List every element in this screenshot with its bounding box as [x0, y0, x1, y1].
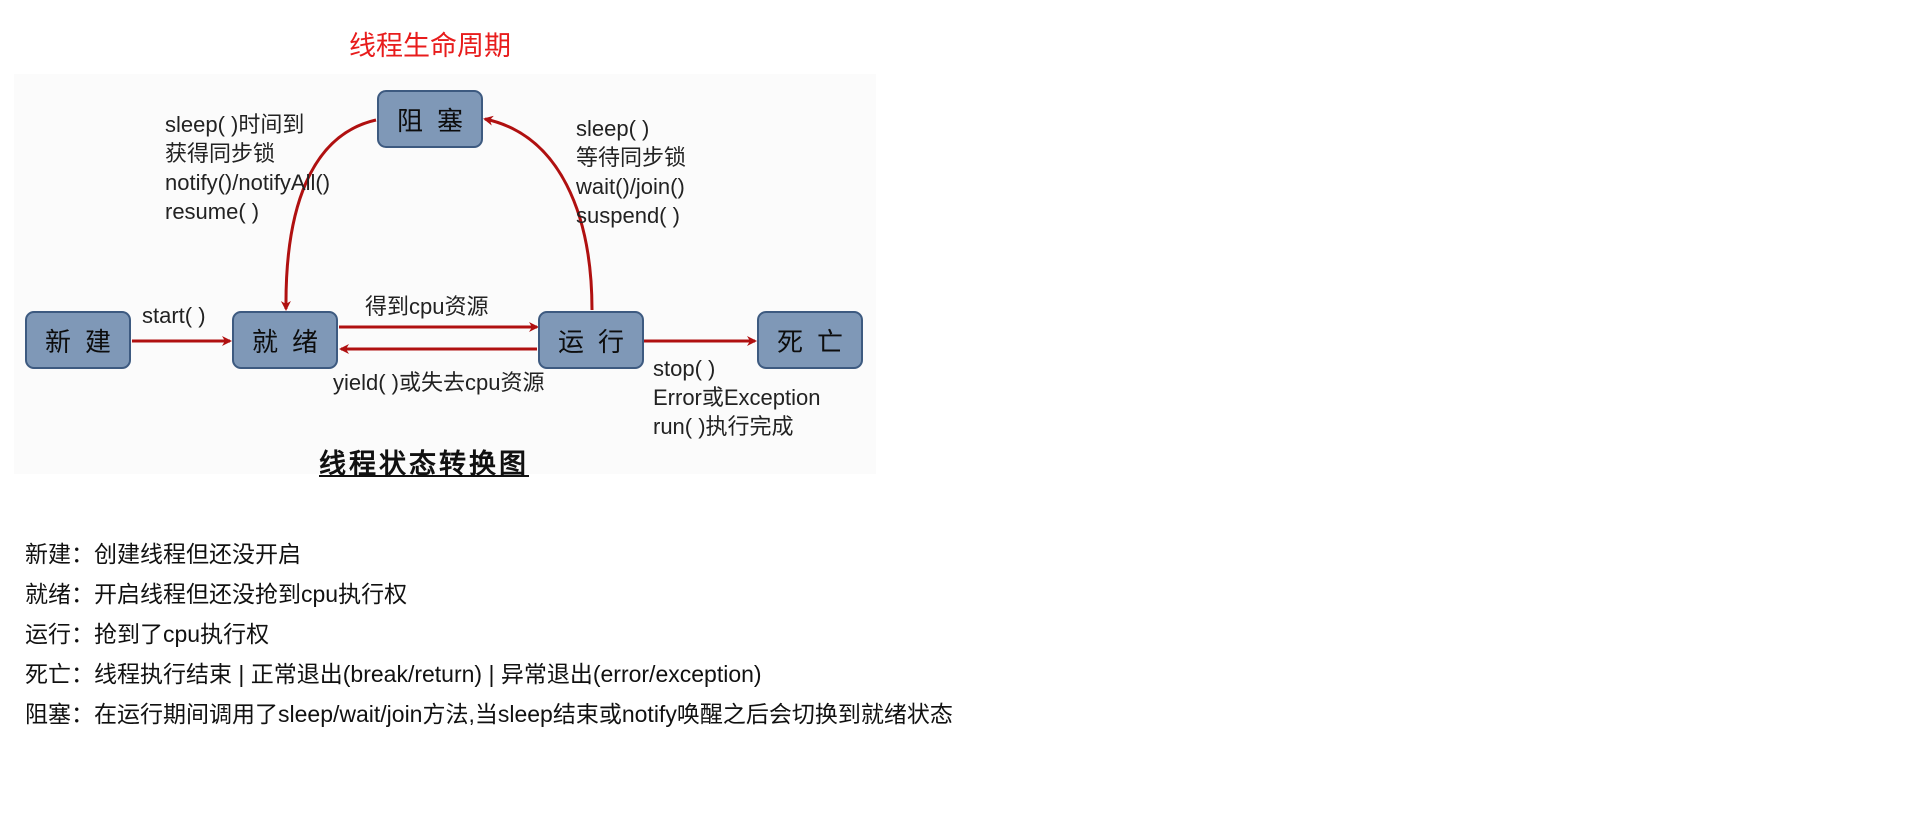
- label-blocked-to-ready: sleep( )时间到 获得同步锁 notify()/notifyAll() r…: [165, 110, 330, 226]
- label-running-to-blocked: sleep( ) 等待同步锁 wait()/join() suspend( ): [576, 114, 686, 230]
- label-start: start( ): [142, 303, 206, 328]
- state-dead: 死亡: [757, 311, 863, 369]
- label-line: Error或Exception: [653, 385, 821, 410]
- label-line: run( )执行完成: [653, 414, 794, 439]
- description-ready: 就绪：开启线程但还没抢到cpu执行权: [25, 581, 408, 607]
- description-blocked: 阻塞：在运行期间调用了sleep/wait/join方法,当sleep结束或no…: [25, 701, 953, 727]
- page-title: 线程生命周期: [349, 31, 511, 61]
- arrow-running-to-blocked: [483, 115, 594, 311]
- label-line: wait()/join(): [576, 174, 685, 199]
- label-line: notify()/notifyAll(): [165, 170, 331, 195]
- label-line: 等待同步锁: [576, 145, 687, 170]
- label-line: suspend( ): [576, 203, 680, 228]
- state-ready: 就绪: [232, 311, 338, 369]
- state-blocked: 阻塞: [377, 90, 483, 148]
- state-new: 新建: [25, 311, 131, 369]
- label-line: sleep( )时间到: [165, 112, 305, 137]
- arrow-blocked-to-ready: [280, 118, 377, 311]
- label-ready-to-running: 得到cpu资源: [365, 294, 489, 319]
- label-line: 获得同步锁: [165, 141, 276, 166]
- label-running-to-dead: stop( ) Error或Exception run( )执行完成: [653, 354, 821, 441]
- description-running: 运行：抢到了cpu执行权: [25, 621, 270, 647]
- label-line: resume( ): [165, 199, 260, 224]
- diagram-caption: 线程状态转换图: [319, 449, 529, 480]
- label-line: sleep( ): [576, 116, 650, 141]
- description-dead: 死亡：线程执行结束 | 正常退出(break/return) | 异常退出(er…: [25, 661, 762, 687]
- label-running-to-ready: yield( )或失去cpu资源: [333, 370, 545, 395]
- description-new: 新建：创建线程但还没开启: [25, 541, 301, 567]
- label-line: stop( ): [653, 356, 716, 381]
- state-running: 运行: [538, 311, 644, 369]
